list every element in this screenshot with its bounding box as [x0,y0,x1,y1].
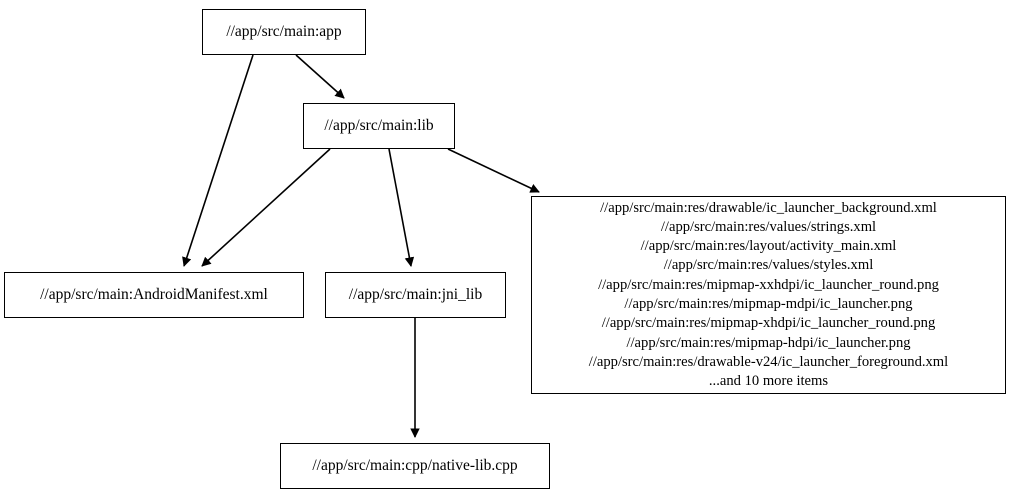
graph-node-label-line: //app/src/main:res/values/strings.xml [660,218,877,235]
graph-node-label-line: //app/src/main:res/mipmap-xxhdpi/ic_laun… [598,276,939,293]
edge-lib-to-manifest [201,148,331,267]
graph-node-native-lib-cpp[interactable]: //app/src/main:cpp/native-lib.cpp [280,443,550,489]
graph-node-label-line: //app/src/main:res/layout/activity_main.… [640,238,897,255]
graph-node-label-line: //app/src/main:res/mipmap-hdpi/ic_launch… [626,334,911,351]
graph-node-jni-lib[interactable]: //app/src/main:jni_lib [325,272,506,318]
edge-app-to-manifest [182,54,254,267]
graph-node-label-line: //app/src/main:res/mipmap-xhdpi/ic_launc… [601,315,936,332]
graph-node-label-line: //app/src/main:res/drawable/ic_launcher_… [600,199,937,216]
graph-node-label: //app/src/main:cpp/native-lib.cpp [312,457,518,475]
edge-lib-to-jni-lib [388,148,415,267]
graph-node-label: //app/src/main:lib [324,117,434,135]
graph-node-label-more-items: ...and 10 more items [708,373,829,390]
edge-lib-to-resources [447,148,540,193]
graph-node-label-line: //app/src/main:res/values/styles.xml [663,257,874,274]
graph-node-label: //app/src/main:AndroidManifest.xml [40,286,268,304]
graph-node-android-manifest[interactable]: //app/src/main:AndroidManifest.xml [4,272,304,318]
graph-node-app[interactable]: //app/src/main:app [202,9,366,55]
graph-node-resources[interactable]: //app/src/main:res/drawable/ic_launcher_… [531,196,1006,394]
graph-node-label: //app/src/main:jni_lib [348,286,483,304]
graph-node-label: //app/src/main:app [226,23,342,41]
edge-app-to-lib [295,54,345,99]
graph-node-label-line: //app/src/main:res/drawable-v24/ic_launc… [588,353,949,370]
graph-node-label-line: //app/src/main:res/mipmap-mdpi/ic_launch… [624,296,913,312]
graph-node-lib[interactable]: //app/src/main:lib [303,103,455,149]
